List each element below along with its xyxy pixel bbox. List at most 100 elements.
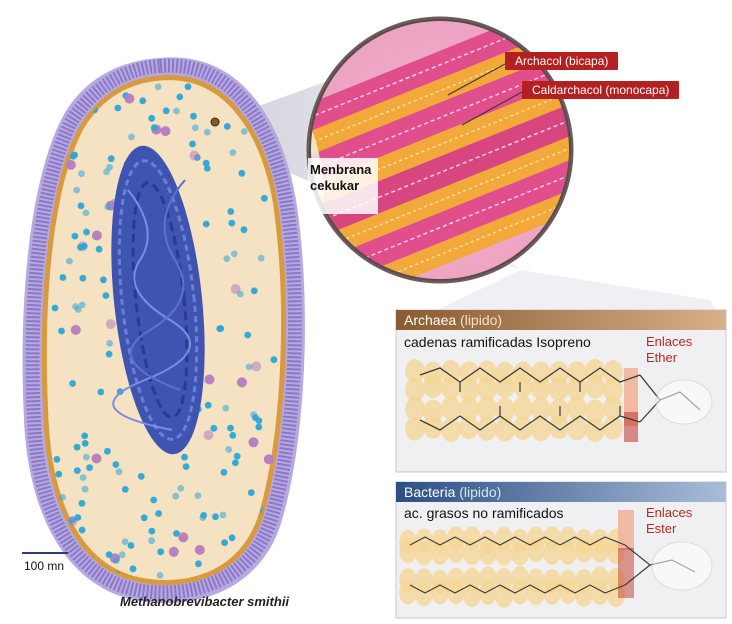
ribosome bbox=[237, 291, 244, 298]
ribosome bbox=[157, 548, 164, 555]
granule bbox=[161, 126, 171, 136]
lipid-atom bbox=[415, 542, 433, 566]
ribosome bbox=[59, 494, 66, 501]
ribosome bbox=[204, 165, 211, 172]
ribosome bbox=[155, 83, 162, 90]
ribosome bbox=[81, 433, 88, 440]
archaea-bond-label: Enlaces Ether bbox=[646, 334, 692, 366]
species-name: Methanobrevibacter smithii bbox=[120, 594, 289, 609]
lipid-atom bbox=[549, 377, 569, 401]
ribosome bbox=[157, 572, 164, 579]
lipid-atom bbox=[603, 416, 623, 440]
archaea-title: Archaea bbox=[404, 312, 456, 328]
membrane-label: Menbrana cekukar bbox=[310, 162, 371, 194]
ribosome bbox=[229, 534, 236, 541]
ribosome bbox=[190, 113, 197, 120]
ribosome bbox=[54, 456, 61, 463]
lipid-atom bbox=[549, 415, 569, 439]
ribosome bbox=[221, 539, 228, 546]
bacteria-bond-label: Enlaces Ester bbox=[646, 505, 692, 537]
ribosome bbox=[60, 274, 67, 281]
granule bbox=[178, 532, 188, 542]
granule bbox=[169, 547, 179, 557]
ribosome bbox=[83, 229, 90, 236]
ribosome bbox=[52, 305, 59, 312]
ribosome bbox=[72, 233, 79, 240]
granule bbox=[124, 94, 134, 104]
ribosome bbox=[271, 356, 278, 363]
ribosome bbox=[97, 389, 104, 396]
lipid-atom bbox=[415, 582, 433, 606]
ribosome bbox=[106, 340, 113, 347]
ribosome bbox=[83, 454, 90, 461]
ribosome bbox=[183, 463, 190, 470]
ribosome bbox=[176, 94, 183, 101]
caldarchacol-label: Caldarchacol (monocapa) bbox=[522, 81, 679, 99]
ribosome bbox=[128, 542, 135, 549]
ribosome bbox=[172, 493, 179, 500]
granule bbox=[203, 430, 213, 440]
ribosome bbox=[119, 551, 126, 558]
ribosome bbox=[192, 124, 199, 131]
archaea-bond-line2: Ether bbox=[646, 350, 692, 366]
ribosome bbox=[112, 461, 119, 468]
ribosome bbox=[155, 510, 162, 517]
ribosome bbox=[82, 486, 89, 493]
granule bbox=[92, 231, 102, 241]
bacteria-panel bbox=[396, 482, 726, 618]
ribosome bbox=[148, 528, 155, 535]
ribosome bbox=[73, 187, 80, 194]
ribosome bbox=[138, 473, 145, 480]
ribosome bbox=[150, 497, 157, 504]
bacteria-panel-title: Bacteria (lipido) bbox=[396, 482, 501, 502]
ribosome bbox=[269, 85, 276, 92]
ribosome bbox=[96, 246, 103, 253]
bacteria-bond-line1: Enlaces bbox=[646, 505, 692, 521]
ribosome bbox=[151, 124, 158, 131]
ribosome bbox=[130, 565, 137, 572]
ribosome bbox=[100, 276, 107, 283]
ribosome bbox=[78, 202, 85, 209]
ribosome bbox=[244, 332, 251, 339]
ribosome bbox=[203, 221, 210, 228]
archaea-panel-title: Archaea (lipido) bbox=[396, 310, 502, 330]
lipid-atom bbox=[463, 541, 481, 565]
ribosome bbox=[58, 328, 65, 335]
ribosome bbox=[82, 440, 89, 447]
granule bbox=[249, 437, 259, 447]
ribosome bbox=[228, 220, 235, 227]
granule bbox=[71, 325, 81, 335]
ribosome bbox=[106, 164, 113, 171]
ribosome bbox=[116, 468, 123, 475]
ribosome bbox=[251, 287, 258, 294]
lipid-atom bbox=[479, 541, 497, 565]
lipid-atom bbox=[431, 580, 449, 604]
scale-bar-label: 100 mn bbox=[24, 559, 64, 573]
ribosome bbox=[115, 105, 122, 112]
ribosome bbox=[113, 557, 120, 564]
ribosome bbox=[271, 569, 278, 576]
ribosome bbox=[177, 485, 184, 492]
granule bbox=[195, 545, 205, 555]
ribosome bbox=[78, 170, 85, 177]
ribosome bbox=[106, 551, 113, 558]
membrane-label-line2: cekukar bbox=[310, 178, 371, 194]
ribosome bbox=[238, 170, 245, 177]
ribosome bbox=[79, 527, 86, 534]
lipid-atom bbox=[423, 374, 443, 398]
lipid-atom bbox=[531, 376, 551, 400]
granule bbox=[270, 83, 280, 93]
ribosome bbox=[148, 115, 155, 122]
ribosome bbox=[225, 446, 232, 453]
ribosome bbox=[122, 538, 129, 545]
ribosome bbox=[229, 432, 236, 439]
ribosome bbox=[181, 454, 188, 461]
ribosome bbox=[246, 364, 253, 371]
lipid-atom bbox=[495, 418, 515, 442]
archaea-bond-line1: Enlaces bbox=[646, 334, 692, 350]
ribosome bbox=[104, 204, 111, 211]
ribosome bbox=[66, 258, 73, 265]
bacteria-title-sub: (lipido) bbox=[459, 484, 501, 500]
ribosome bbox=[55, 93, 62, 100]
